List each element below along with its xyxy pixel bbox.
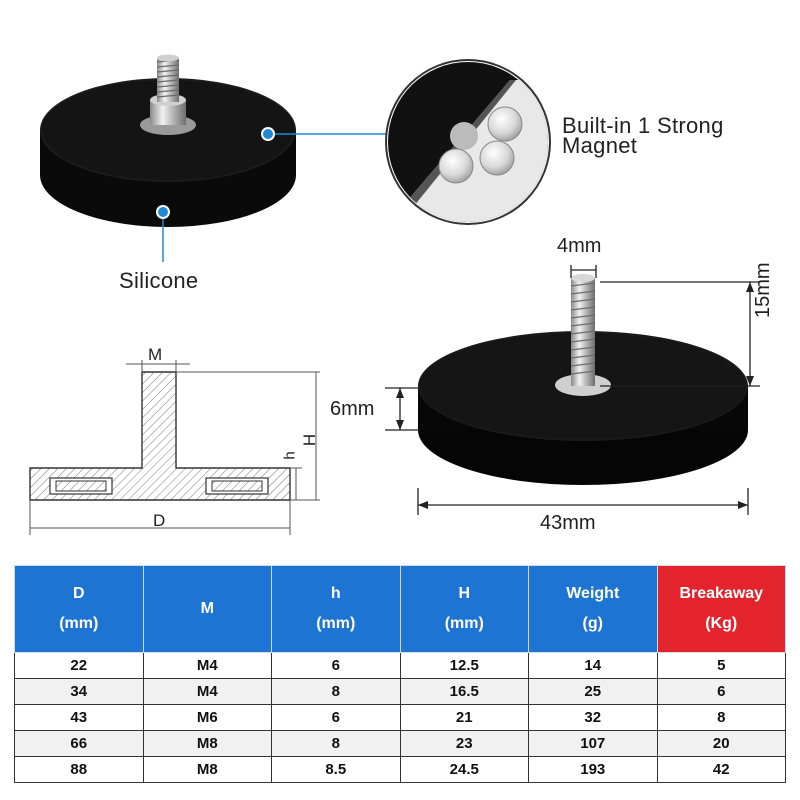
cell-weight: 25 xyxy=(528,678,658,705)
callout-magnet-pointer xyxy=(261,127,388,141)
cell-m: M4 xyxy=(142,652,272,679)
diagram-label-h-small: h xyxy=(281,451,299,460)
cell-m: M8 xyxy=(142,730,272,757)
header-total-height: H(mm) xyxy=(399,565,529,653)
callout-silicone: Silicone xyxy=(119,268,199,293)
callout-magnet-line1: Built-in 1 Strong xyxy=(562,113,724,138)
dim-stud-height: 15mm xyxy=(752,262,775,318)
cell-breakaway: 20 xyxy=(656,730,786,757)
table-row: 34 M4 8 16.5 25 6 xyxy=(14,678,786,705)
cell-breakaway: 8 xyxy=(656,704,786,731)
cell-d: 22 xyxy=(14,652,144,679)
diagram-label-m: M xyxy=(148,345,163,364)
table-row: 88 M8 8.5 24.5 193 42 xyxy=(14,756,786,783)
cell-weight: 32 xyxy=(528,704,658,731)
header-h: h(mm) xyxy=(271,565,401,653)
dim-base-height: 6mm xyxy=(330,398,375,420)
cell-h: 8.5 xyxy=(271,756,401,783)
diagram-label-d: D xyxy=(153,511,166,530)
cell-breakaway: 42 xyxy=(656,756,786,783)
cell-h: 6 xyxy=(271,704,401,731)
callout-magnet-line2: Magnet xyxy=(562,133,638,158)
cell-H: 24.5 xyxy=(399,756,529,783)
cell-weight: 14 xyxy=(528,652,658,679)
header-weight: Weight(g) xyxy=(528,565,658,653)
diagram-label-h-total: H xyxy=(300,433,320,447)
product-illustration xyxy=(29,54,760,535)
callout-silicone-pointer xyxy=(156,205,170,262)
cell-H: 21 xyxy=(399,704,529,731)
cell-h: 8 xyxy=(271,730,401,757)
header-diameter: D(mm) xyxy=(14,565,144,653)
cell-h: 6 xyxy=(271,652,401,679)
header-breakaway: Breakaway(Kg) xyxy=(656,565,786,653)
dim-thread: 4mm xyxy=(557,235,602,257)
dim-stud-height-text: 15mm xyxy=(752,262,774,318)
cell-m: M6 xyxy=(142,704,272,731)
specification-table: D(mm) M h(mm) H(mm) Weight(g) Breakaway(… xyxy=(14,565,786,783)
cell-d: 34 xyxy=(14,678,144,705)
cell-weight: 107 xyxy=(528,730,658,757)
cell-H: 23 xyxy=(399,730,529,757)
dimension-lines xyxy=(385,265,760,515)
cross-section-drawing xyxy=(29,360,320,535)
magnet-detail-zoom xyxy=(385,59,551,225)
cell-H: 12.5 xyxy=(399,652,529,679)
table-row: 66 M8 8 23 107 20 xyxy=(14,730,786,757)
top-magnet-disc xyxy=(40,54,296,227)
header-thread: M xyxy=(142,565,272,653)
cell-weight: 193 xyxy=(528,756,658,783)
cell-H: 16.5 xyxy=(399,678,529,705)
table-row: 22 M4 6 12.5 14 5 xyxy=(14,652,786,679)
table-row: 43 M6 6 21 32 8 xyxy=(14,704,786,731)
cell-d: 88 xyxy=(14,756,144,783)
cell-m: M8 xyxy=(142,756,272,783)
cell-d: 66 xyxy=(14,730,144,757)
dim-diameter: 43mm xyxy=(540,512,596,534)
cell-h: 8 xyxy=(271,678,401,705)
cell-breakaway: 6 xyxy=(656,678,786,705)
side-magnet-disc xyxy=(418,274,748,485)
cell-d: 43 xyxy=(14,704,144,731)
cell-m: M4 xyxy=(142,678,272,705)
cell-breakaway: 5 xyxy=(656,652,786,679)
table-header-row: D(mm) M h(mm) H(mm) Weight(g) Breakaway(… xyxy=(14,565,786,653)
